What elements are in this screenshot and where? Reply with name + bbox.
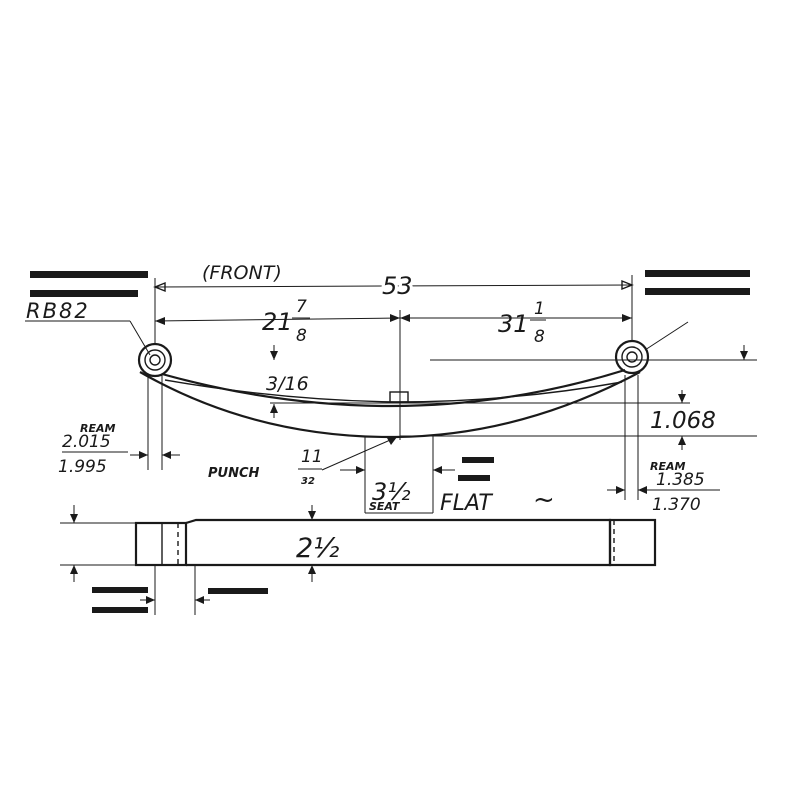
front-eye-mid bbox=[144, 349, 166, 371]
redaction-mid-2 bbox=[458, 475, 490, 481]
part-number-label: RB82 bbox=[26, 299, 90, 323]
front-eye-outer bbox=[137, 342, 173, 378]
seat-label: SEAT bbox=[369, 500, 401, 513]
rear-ream-label: REAM bbox=[650, 460, 685, 473]
seat-width-label: 3½ bbox=[372, 478, 411, 506]
redaction-mid-1 bbox=[462, 457, 494, 463]
rear-length-den: 8 bbox=[534, 327, 545, 347]
redacted-marks bbox=[30, 270, 750, 613]
redaction-bottom-left-2 bbox=[92, 607, 148, 613]
rear-eye-inner bbox=[626, 351, 638, 363]
main-leaf-bottom bbox=[139, 371, 641, 439]
overall-length-label: 53 bbox=[382, 272, 413, 300]
center-bolt bbox=[389, 391, 409, 403]
dimension-lines bbox=[25, 275, 757, 514]
plan-outline-left-eye bbox=[134, 521, 188, 567]
spring-elevation bbox=[137, 339, 650, 439]
front-length-den: 8 bbox=[296, 326, 307, 346]
rear-length-whole: 31 bbox=[498, 310, 529, 338]
rear-eye-outer bbox=[614, 339, 650, 375]
front-label: (FRONT) bbox=[202, 262, 282, 284]
dimension-labels: (FRONT) 53 21 7 8 31 1 8 RB82 3/16 1.068… bbox=[26, 262, 720, 564]
front-eye-inner bbox=[149, 354, 161, 366]
rear-ream-min: 1.370 bbox=[652, 495, 701, 515]
punch-label: PUNCH bbox=[208, 466, 260, 481]
flat-label: FLAT bbox=[440, 491, 493, 516]
rear-eye-mid bbox=[621, 346, 643, 368]
main-leaf-top bbox=[161, 368, 626, 408]
rear-length-num: 1 bbox=[534, 299, 545, 319]
plan-outline-right-eye bbox=[608, 518, 657, 567]
plan-outline-leaf bbox=[185, 518, 612, 567]
redaction-top-right-1 bbox=[645, 270, 750, 277]
redaction-bottom-mid bbox=[208, 588, 268, 594]
redaction-top-left-2 bbox=[30, 290, 138, 297]
redaction-top-left-1 bbox=[30, 271, 148, 278]
front-ream-label: REAM bbox=[80, 422, 115, 435]
second-leaf bbox=[164, 379, 623, 403]
front-length-whole: 21 bbox=[262, 308, 293, 336]
overall-dim-line bbox=[154, 284, 633, 288]
arch-height-label: 1.068 bbox=[650, 408, 716, 434]
flat-symbol: ~ bbox=[533, 485, 555, 515]
rear-ream-max: 1.385 bbox=[656, 470, 705, 490]
spring-plan-view bbox=[60, 505, 657, 615]
punch-denominator: 32 bbox=[301, 476, 315, 487]
punch-numerator: 11 bbox=[301, 447, 323, 467]
redaction-top-right-2 bbox=[645, 288, 750, 295]
front-ream-max: 2.015 bbox=[62, 432, 111, 452]
front-length-num: 7 bbox=[296, 297, 307, 317]
leaf-thickness-label: 3/16 bbox=[266, 373, 309, 395]
front-ream-min: 1.995 bbox=[58, 457, 107, 477]
redaction-bottom-left-1 bbox=[92, 587, 148, 593]
leaf-width-label: 2½ bbox=[296, 533, 339, 564]
